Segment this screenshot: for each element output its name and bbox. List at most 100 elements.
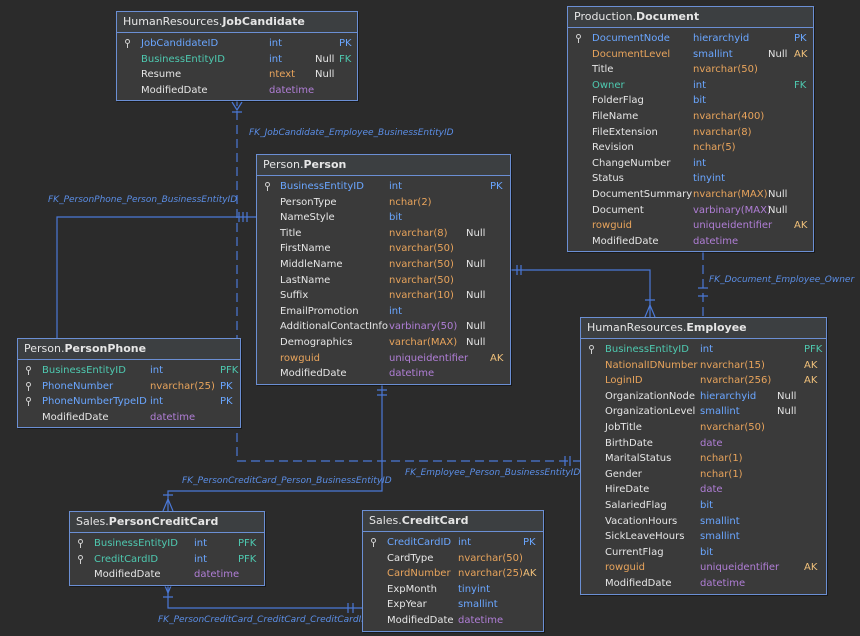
column-key: AK: [804, 375, 818, 387]
column-name: PhoneNumberTypeID: [42, 396, 147, 408]
column-name: Title: [592, 64, 614, 76]
column-type: nvarchar(MAX): [693, 188, 768, 200]
column-type: hierarchyid: [693, 33, 750, 44]
column-name: ModifiedDate: [94, 569, 161, 581]
column-name: rowguid: [605, 562, 645, 574]
column-nullable: Null: [466, 336, 486, 348]
column-name: ModifiedDate: [42, 411, 109, 423]
rel-line-personcreditcard-person: [167, 383, 383, 511]
table-header[interactable]: Sales.PersonCreditCard: [70, 512, 264, 533]
column-nullable: Null: [466, 290, 486, 302]
table-schema: HumanResources.: [123, 15, 223, 28]
column-key: PFK: [238, 538, 257, 549]
column-type: datetime: [269, 84, 315, 96]
column-name: CurrentFlag: [605, 546, 664, 558]
column-key: PFK: [238, 553, 257, 565]
rel-label-document-employee: FK_Document_Employee_Owner: [709, 275, 855, 285]
cardinality-mark: [644, 299, 656, 318]
column-type: smallint: [700, 515, 740, 527]
rel-line-personphone-person: [56, 216, 256, 338]
table-header[interactable]: Sales.CreditCard: [363, 511, 543, 532]
table-header[interactable]: Person.Person: [257, 155, 510, 176]
table-header[interactable]: HumanResources.Employee: [581, 318, 826, 339]
table-header[interactable]: Production.Document: [568, 7, 813, 28]
column-type: datetime: [458, 614, 504, 626]
table-schema: HumanResources.: [587, 321, 687, 334]
column-key: FK: [339, 53, 352, 65]
column-nullable: Null: [777, 390, 797, 402]
table-header[interactable]: Person.PersonPhone: [18, 339, 240, 360]
table-header[interactable]: HumanResources.JobCandidate: [117, 12, 357, 33]
column-key: FK: [794, 79, 807, 91]
